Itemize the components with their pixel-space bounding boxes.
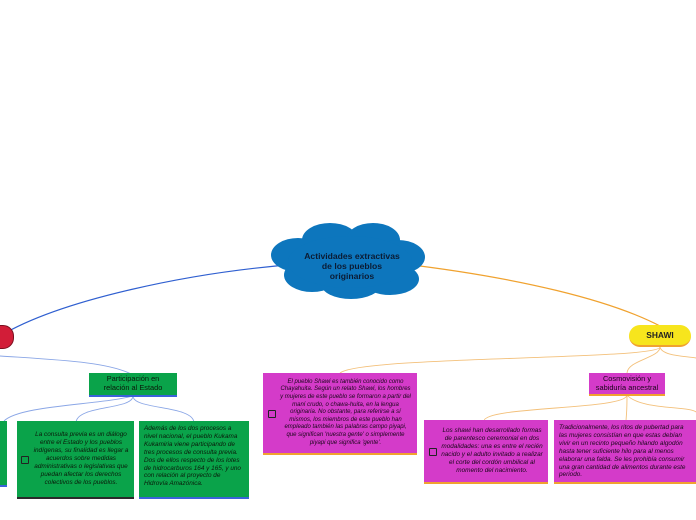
link-shawi-offscreen: [659, 346, 696, 359]
left-edge-note[interactable]: [0, 421, 7, 487]
shawi-label: SHAWI: [646, 330, 674, 340]
link-shawi-pueblo: [339, 346, 661, 374]
link-cosmovision-offscreen: [626, 394, 696, 413]
central-cloud-shape: [271, 223, 425, 299]
procesos-text: Además de los dos procesos a nivel nacio…: [144, 425, 241, 488]
pueblo-shawi-note[interactable]: El pueblo Shawi es también conocido como…: [263, 373, 417, 455]
link-participacion-consulta: [75, 395, 134, 424]
shawi-main-topic[interactable]: SHAWI: [629, 325, 691, 347]
link-central-shawi: [403, 263, 661, 327]
parentesco-note[interactable]: Los shawi han desarrollado formas de par…: [424, 420, 548, 484]
parentesco-text: Los shawi han desarrollado formas de par…: [441, 427, 543, 474]
central-topic[interactable]: Actividades extractivas de los pueblos o…: [300, 240, 404, 292]
link-participacion-procesos: [132, 395, 195, 424]
note-icon: [21, 456, 29, 464]
link-cosmovision-parentesco: [483, 394, 628, 422]
participacion-label: Participación en relación al Estado: [103, 374, 163, 392]
note-icon: [268, 410, 276, 418]
consulta-text: La consulta previa es un diálogo entre e…: [33, 431, 129, 486]
cosmovision-topic[interactable]: Cosmovisión y sabiduría ancestral: [589, 373, 665, 396]
pueblo-shawi-text: El pueblo Shawi es también conocido como…: [280, 378, 411, 446]
participacion-topic[interactable]: Participación en relación al Estado: [89, 373, 177, 397]
procesos-note[interactable]: Además de los dos procesos a nivel nacio…: [139, 421, 249, 499]
link-cosmovision-ritos: [625, 394, 628, 422]
ritos-text: Tradicionalmente, los ritos de pubertad …: [559, 424, 686, 479]
central-topic-label: Actividades extractivas de los pueblos o…: [304, 251, 400, 281]
link-central-left: [0, 263, 301, 337]
note-icon: [429, 448, 437, 456]
link-shawi-cosmovision: [626, 346, 661, 374]
ritos-note[interactable]: Tradicionalmente, los ritos de pubertad …: [554, 420, 696, 484]
link-participacion-offscreen: [3, 395, 134, 422]
link-left-participacion: [0, 355, 134, 376]
consulta-note[interactable]: La consulta previa es un diálogo entre e…: [17, 421, 134, 499]
cosmovision-label: Cosmovisión y sabiduría ancestral: [595, 373, 659, 392]
